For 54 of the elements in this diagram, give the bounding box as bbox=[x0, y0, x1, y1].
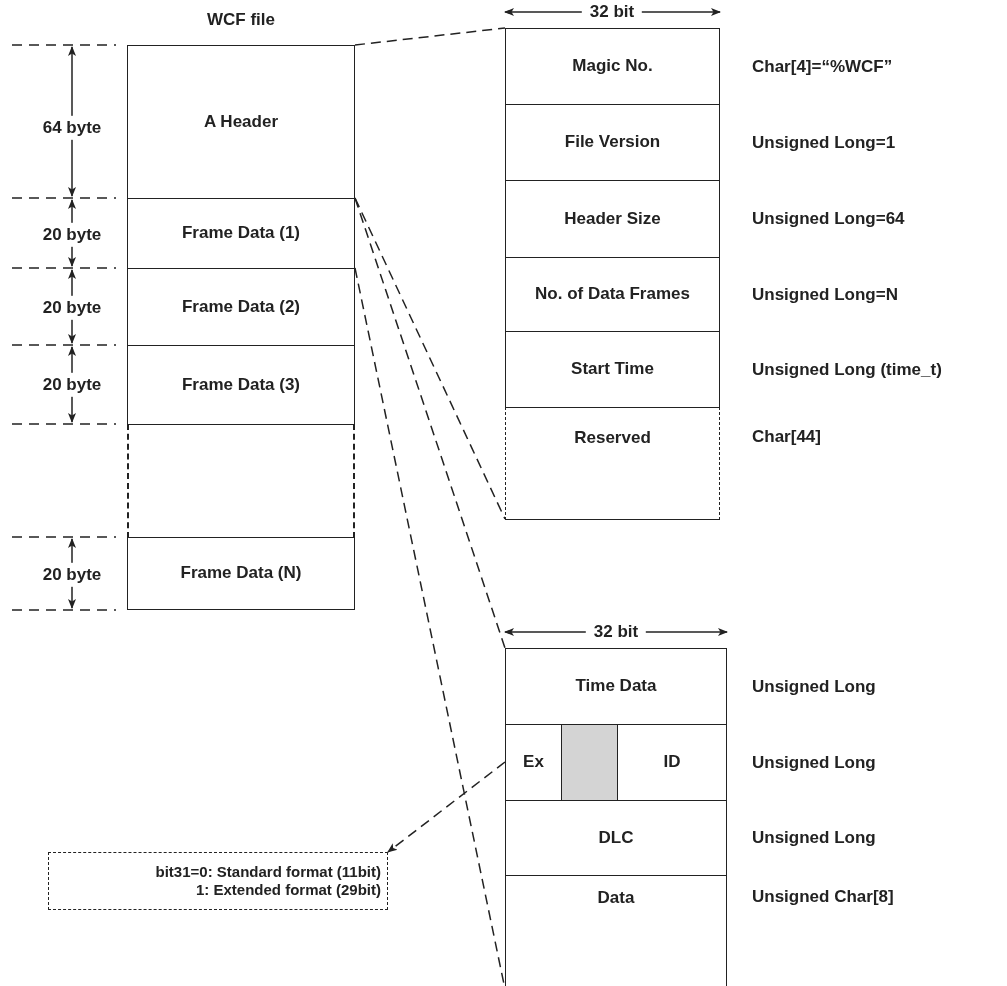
field-row bbox=[505, 104, 720, 181]
data-type-label: Char[44] bbox=[752, 427, 821, 448]
note-text: bit31=0: Standard format (11bit) bbox=[155, 863, 381, 881]
data-type-label: Char[4]=“%WCF” bbox=[752, 56, 893, 77]
dimension-label: 20 byte bbox=[42, 562, 102, 588]
projection-line bbox=[354, 197, 506, 649]
field-name: Frame Data (N) bbox=[180, 563, 302, 584]
file-section-box bbox=[127, 345, 355, 425]
field-row bbox=[505, 257, 720, 332]
dimension-label: 20 byte bbox=[42, 222, 102, 248]
data-type-label: Unsigned Char[8] bbox=[752, 887, 894, 908]
field-name: Header Size bbox=[564, 208, 661, 230]
data-type-label: Unsigned Long (time_t) bbox=[752, 359, 942, 380]
blank-box bbox=[127, 424, 355, 538]
field-name: No. of Data Frames bbox=[535, 284, 690, 305]
projection-line bbox=[354, 267, 506, 986]
file-section-box bbox=[127, 45, 355, 199]
field-name: Reserved bbox=[574, 428, 651, 449]
field-name: Frame Data (1) bbox=[181, 223, 301, 244]
field-row bbox=[505, 800, 727, 876]
field-row bbox=[505, 180, 720, 258]
dimension-label: 20 byte bbox=[42, 372, 102, 398]
dimension-label: 64 byte bbox=[42, 115, 102, 141]
data-type-label: Unsigned Long bbox=[752, 828, 876, 849]
file-section-box bbox=[127, 537, 355, 610]
leader-arrow bbox=[387, 761, 506, 853]
data-type-label: Unsigned Long=1 bbox=[752, 132, 896, 153]
field-name: Time Data bbox=[575, 676, 657, 697]
field-row bbox=[505, 875, 727, 986]
field-name: File Version bbox=[564, 132, 661, 153]
field-name: Data bbox=[597, 888, 635, 909]
blank-box bbox=[561, 724, 618, 801]
field-name: Frame Data (2) bbox=[181, 296, 301, 318]
projection-line bbox=[354, 27, 506, 46]
field-row bbox=[505, 407, 720, 520]
field-name: DLC bbox=[598, 827, 634, 849]
note-text: 1: Extended format (29bit) bbox=[195, 881, 381, 899]
file-section-box bbox=[127, 198, 355, 269]
data-type-label: Unsigned Long bbox=[752, 752, 876, 773]
field-name: Start Time bbox=[571, 359, 654, 380]
field-name: Magic No. bbox=[572, 56, 653, 77]
field-name: Ex bbox=[523, 752, 544, 773]
data-type-label: Unsigned Long bbox=[752, 676, 876, 697]
field-row bbox=[505, 331, 720, 408]
file-section-box bbox=[127, 268, 355, 346]
field-name: A Header bbox=[204, 111, 278, 133]
projection-line bbox=[354, 197, 506, 520]
dimension-label: 20 byte bbox=[42, 295, 102, 321]
field-name: Frame Data (3) bbox=[181, 374, 301, 396]
data-type-label: Unsigned Long=N bbox=[752, 284, 898, 305]
field-name: ID bbox=[663, 752, 681, 773]
note-box bbox=[48, 852, 388, 910]
data-type-label: Unsigned Long=64 bbox=[752, 209, 905, 230]
field-row bbox=[505, 28, 720, 105]
